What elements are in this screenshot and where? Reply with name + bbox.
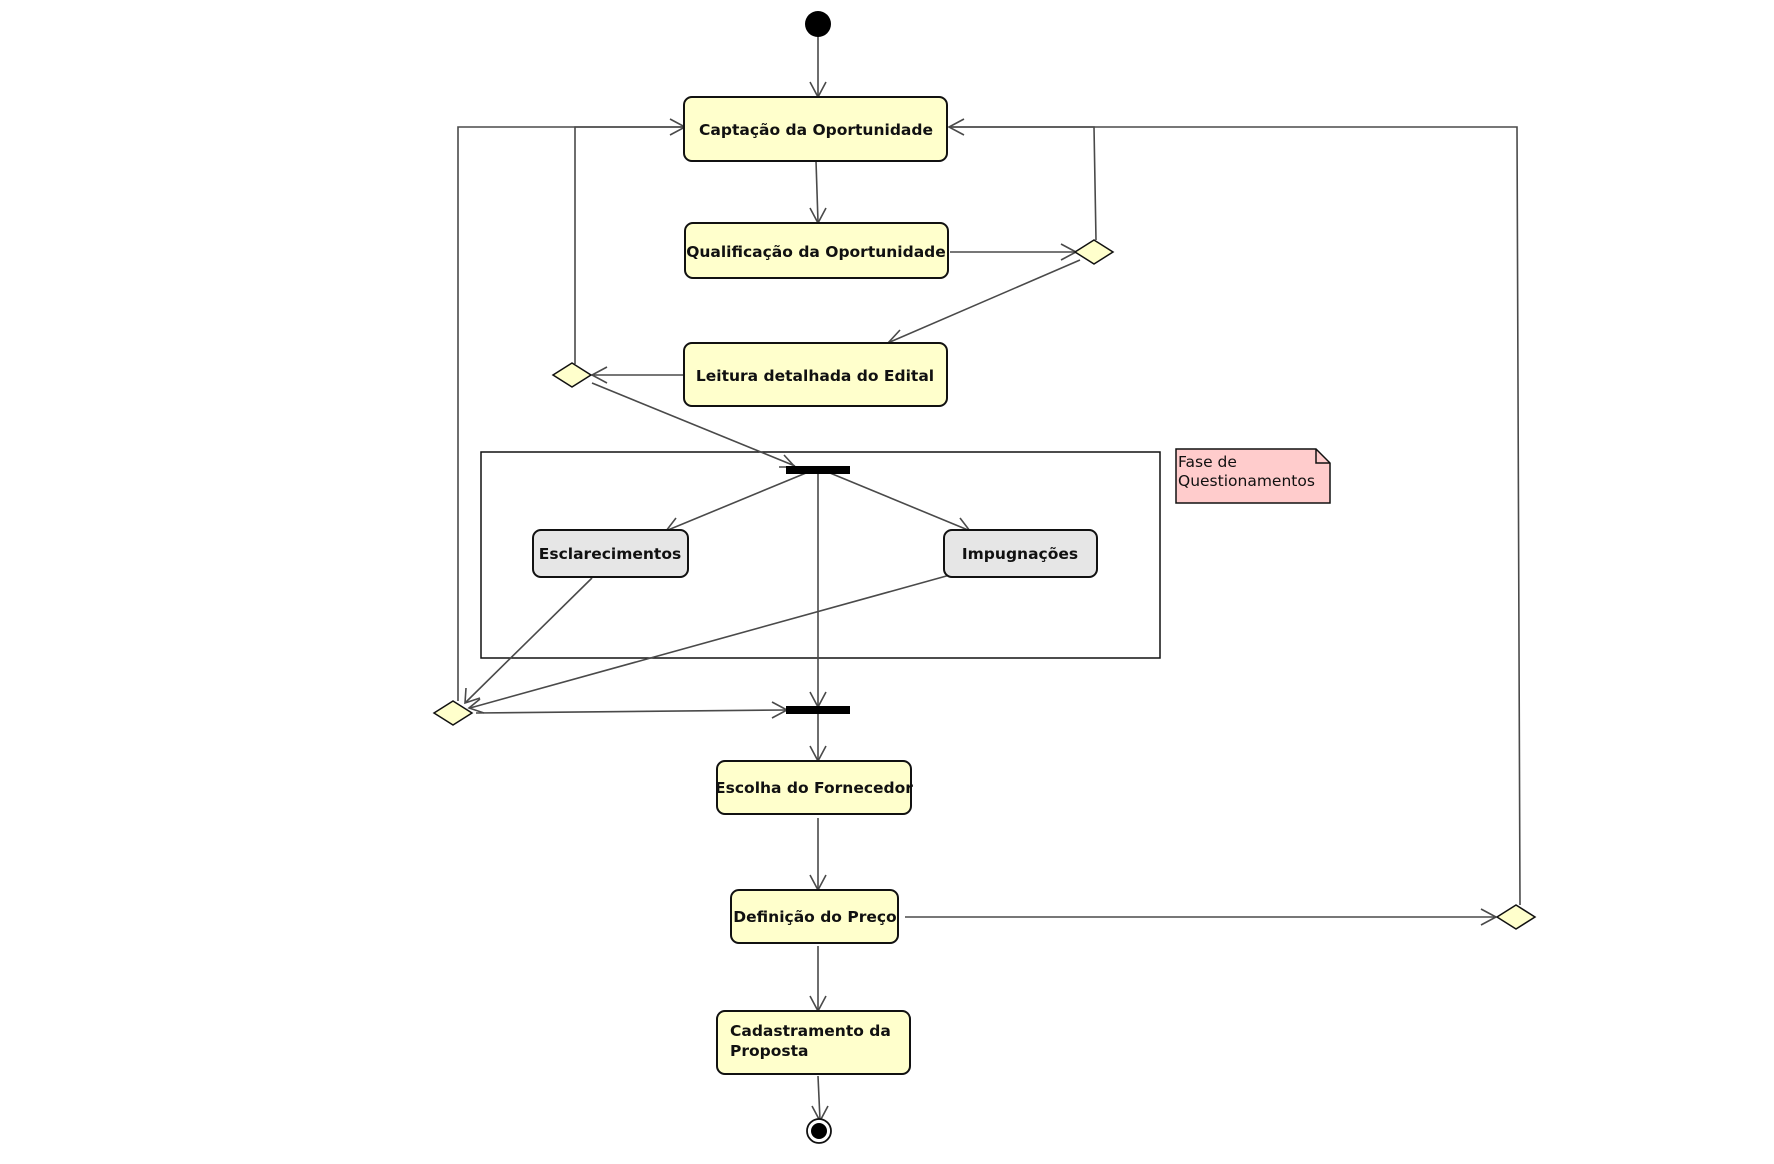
flow-fork-to-esclarecimentos <box>667 472 807 531</box>
flow-impugnacoes-to-decision-3 <box>469 574 951 709</box>
start-node <box>805 11 831 37</box>
action-captacao-label: Captação da Oportunidade <box>699 121 933 139</box>
action-cadastramento-label-line2: Proposta <box>730 1042 809 1060</box>
arrowheads <box>464 81 1498 1123</box>
action-escolha-label: Escolha do Fornecedor <box>715 779 913 797</box>
end-node <box>806 1118 832 1144</box>
action-cadastramento: Cadastramento da Proposta <box>716 1010 911 1075</box>
action-leitura-label: Leitura detalhada do Edital <box>696 367 934 385</box>
flow-fork-to-impugnacoes <box>829 472 969 531</box>
action-captacao: Captação da Oportunidade <box>683 96 948 162</box>
join-bar <box>786 706 850 714</box>
flow-esclarecimentos-to-decision-3 <box>465 577 593 703</box>
action-escolha: Escolha do Fornecedor <box>715 760 913 815</box>
action-definicao-label: Definição do Preço <box>733 908 896 926</box>
flow-decision-4-to-captacao <box>950 126 1521 906</box>
arrowhead-decision-3-right <box>467 698 485 714</box>
flow-decision-2-to-captacao <box>574 126 684 364</box>
action-definicao: Definição do Preço <box>730 889 899 944</box>
flow-decision-1-to-captacao <box>950 126 1097 241</box>
fork-bar <box>786 466 850 474</box>
action-esclarecimentos: Esclarecimentos <box>532 529 689 578</box>
flow-captacao-to-qualificacao <box>815 160 819 223</box>
action-qualificacao-label: Qualificação da Oportunidade <box>686 243 946 261</box>
decision-node-preco <box>1495 904 1537 930</box>
decision-node-leitura <box>551 362 593 388</box>
questioning-phase-frame <box>480 451 1161 659</box>
action-cadastramento-label-line1: Cadastramento da <box>730 1022 891 1040</box>
flow-lines <box>457 35 1521 1121</box>
decision-node-questionamentos <box>432 700 474 726</box>
flow-decision-3-to-join <box>475 709 787 714</box>
arrowhead-captacao-right <box>947 118 965 136</box>
note-fase-questionamentos: Fase de Questionamentos <box>1175 448 1331 504</box>
action-qualificacao: Qualificação da Oportunidade <box>684 222 949 279</box>
decision-node-qualificacao <box>1073 239 1115 265</box>
action-impugnacoes-label: Impugnações <box>962 545 1078 563</box>
flow-decision-1-to-leitura <box>889 259 1081 343</box>
arrowhead-decision-3-top <box>464 687 481 705</box>
action-impugnacoes: Impugnações <box>943 529 1098 578</box>
action-leitura: Leitura detalhada do Edital <box>683 342 948 407</box>
flow-decision-2-to-fork <box>591 382 796 467</box>
flow-decision-3-to-captacao <box>457 126 684 701</box>
note-label-line2: Questionamentos <box>1178 472 1315 490</box>
action-esclarecimentos-label: Esclarecimentos <box>539 545 681 563</box>
flow-cadastramento-to-end <box>817 1075 821 1121</box>
note-label-line1: Fase de <box>1178 453 1237 471</box>
